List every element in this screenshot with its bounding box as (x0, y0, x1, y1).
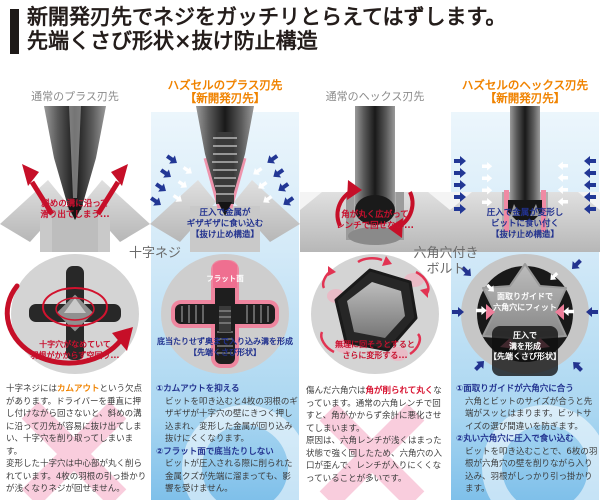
body-normal-plus: 十字ネジにはカムアウトという欠点があります。ドライバーを垂直に押し付けながら回さ… (6, 384, 147, 494)
caption-hazuseru-plus-circle: 底当たりせず奥まで入り込み溝を形成【先端くさび形状】 (157, 337, 293, 357)
normal-hex-bit-illustration (300, 106, 450, 252)
body-hazuseru-hex: ①面取りガイドが六角穴に合う六角とビットのサイズが合うと先端がスッとはまります。… (456, 384, 598, 494)
caption-hazuseru-plus-top: 圧入で金属がギザギザに食い込む【抜け止め構造】 (186, 208, 264, 240)
caption-hazuseru-hex-top: 圧入で金属が変形しビットに食い付く【抜け止め構造】 (486, 208, 564, 240)
column-title-normal-hex: 通常のヘックス刃先 (325, 90, 425, 103)
caption-normal-plus-circle: 十字穴がなめていて羽根がかからず空回り... (30, 340, 120, 360)
hazuseru-plus-bit-illustration (150, 106, 300, 252)
column-title-hazuseru-hex: ハズセルのヘックス刃先【新開発刃先】 (461, 78, 589, 105)
flat-face-label: フラット面 (206, 274, 244, 283)
page-title-line2: 先端くさび形状×抜け防止構造 (27, 29, 318, 53)
page-title-line1: 新開発刃先でネジをガッチリとらえてはずします。 (27, 5, 507, 29)
hazuseru-plus-tip-illustration (161, 254, 289, 374)
column-title-hazuseru-plus: ハズセルのプラス刃先【新開発刃先】 (167, 78, 283, 105)
normal-plus-bit-illustration (0, 106, 150, 252)
normal-plus-screwhead-illustration (4, 254, 139, 374)
caption-normal-hex-top: 角が丸く広がってレンチで回せない... (336, 210, 414, 231)
hazuseru-hex-tip-illustration (452, 254, 598, 376)
label-hex-bolt: 六角穴付きボルト (413, 246, 479, 277)
body-hazuseru-plus: ①カムアウトを抑えるビットを叩き込むと4枚の羽根のギザギザが十字穴の壁にきつく押… (156, 384, 298, 494)
caption-normal-hex-circle: 無理に回そうとするとさらに変形する... (335, 340, 415, 360)
hazuseru-hex-bit-illustration (450, 106, 600, 252)
header-accent-bar (10, 9, 19, 54)
label-cross-screw: 十字ネジ (128, 246, 181, 261)
column-title-normal-plus: 通常のプラス刃先 (31, 90, 119, 103)
page-title: 新開発刃先でネジをガッチリとらえてはずします。 先端くさび形状×抜け防止構造 (27, 5, 506, 53)
caption-hazuseru-hex-center: 面取りガイドで六角穴にフィット (493, 292, 557, 312)
normal-hex-bolthead-illustration (311, 254, 439, 374)
caption-normal-plus-top: 斜めの溝に沿って滑り出てしまう... (40, 199, 110, 220)
caption-hazuseru-hex-circle: 圧入で溝を形成【先端くさび形状】 (489, 331, 561, 361)
body-normal-hex: 傷んだ六角穴は角が削られて丸くなっています。通常の六角レンチで回すと、角がかから… (306, 386, 443, 484)
